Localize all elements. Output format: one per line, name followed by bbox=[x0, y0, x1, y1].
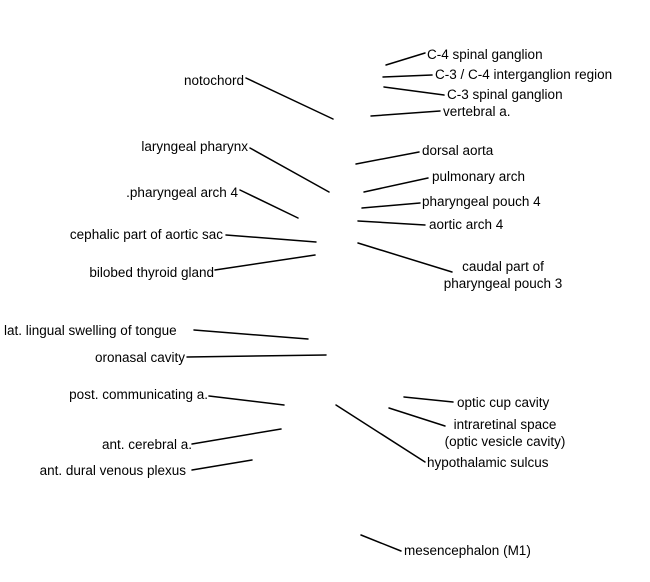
label-intraretinal-space: intraretinal space (optic vesicle cavity… bbox=[437, 416, 573, 450]
label-dorsal-aorta: dorsal aorta bbox=[422, 143, 494, 158]
leader-line-hypothalamic-sulcus bbox=[335, 404, 426, 463]
leader-line-pulmonary-arch bbox=[363, 177, 429, 193]
leader-line-laryngeal-pharynx bbox=[249, 147, 330, 193]
leader-line-lat-lingual-swelling-of-tongue bbox=[193, 329, 309, 340]
label-oronasal-cavity: oronasal cavity bbox=[94, 350, 185, 365]
label-cephalic-part-of-aortic-sac: cephalic part of aortic sac bbox=[69, 227, 223, 242]
leader-line-oronasal-cavity bbox=[186, 354, 327, 358]
leader-line-aortic-arch-4 bbox=[357, 220, 426, 226]
label-post-communicating-a: post. communicating a. bbox=[69, 387, 208, 402]
leader-line-pharyngeal-arch-4 bbox=[239, 189, 299, 219]
label-ant-cerebral-a: ant. cerebral a. bbox=[101, 437, 192, 452]
leader-line-optic-cup-cavity bbox=[403, 396, 454, 403]
label-bilobed-thyroid-gland: bilobed thyroid gland bbox=[89, 265, 214, 280]
label-pharyngeal-arch-4: .pharyngeal arch 4 bbox=[126, 185, 238, 200]
leader-line-c3-spinal-ganglion bbox=[383, 86, 445, 96]
leader-line-dorsal-aorta bbox=[355, 151, 420, 165]
leader-line-mesencephalon-m1 bbox=[360, 534, 402, 552]
label-caudal-part-line2: pharyngeal pouch 3 bbox=[443, 276, 563, 291]
label-lat-lingual-swelling-of-tongue: lat. lingual swelling of tongue bbox=[4, 323, 177, 338]
label-intraretinal-space-line2: (optic vesicle cavity) bbox=[444, 434, 566, 449]
leader-line-ant-dural-venous-plexus bbox=[191, 459, 253, 471]
label-hypothalamic-sulcus: hypothalamic sulcus bbox=[427, 455, 549, 470]
leader-line-ant-cerebral-a bbox=[191, 428, 282, 445]
label-pulmonary-arch: pulmonary arch bbox=[432, 169, 526, 184]
leader-line-bilobed-thyroid-gland bbox=[214, 254, 316, 271]
label-c4-spinal-ganglion: C-4 spinal ganglion bbox=[427, 47, 543, 62]
label-c3-c4-interganglion-region: C-3 / C-4 interganglion region bbox=[435, 67, 613, 82]
label-mesencephalon-m1: mesencephalon (M1) bbox=[404, 543, 531, 558]
label-c3-spinal-ganglion: C-3 spinal ganglion bbox=[447, 87, 563, 102]
leader-line-vertebral-a bbox=[370, 110, 441, 117]
label-pharyngeal-pouch-4: pharyngeal pouch 4 bbox=[422, 194, 541, 209]
leader-line-cephalic-part-of-aortic-sac bbox=[225, 234, 317, 243]
label-ant-dural-venous-plexus: ant. dural venous plexus bbox=[39, 463, 186, 478]
label-laryngeal-pharynx: laryngeal pharynx bbox=[141, 139, 248, 154]
label-caudal-part-of-pharyngeal-pouch-3: caudal part of pharyngeal pouch 3 bbox=[438, 258, 568, 292]
leader-line-caudal-part-of-pharyngeal-pouch-3 bbox=[357, 242, 453, 273]
leader-line-notochord bbox=[245, 77, 334, 120]
leader-line-intraretinal-space bbox=[388, 407, 446, 427]
leader-line-c3-c4-interganglion-region bbox=[382, 74, 433, 78]
leader-line-pharyngeal-pouch-4 bbox=[361, 202, 421, 209]
leader-line-post-communicating-a bbox=[208, 395, 285, 406]
label-intraretinal-space-line1: intraretinal space bbox=[453, 417, 557, 432]
label-vertebral-a: vertebral a. bbox=[443, 104, 511, 119]
label-caudal-part-line1: caudal part of bbox=[462, 259, 544, 274]
label-aortic-arch-4: aortic arch 4 bbox=[429, 217, 504, 232]
leader-line-c4-spinal-ganglion bbox=[385, 52, 426, 66]
label-notochord: notochord bbox=[183, 73, 244, 88]
label-optic-cup-cavity: optic cup cavity bbox=[457, 395, 550, 410]
